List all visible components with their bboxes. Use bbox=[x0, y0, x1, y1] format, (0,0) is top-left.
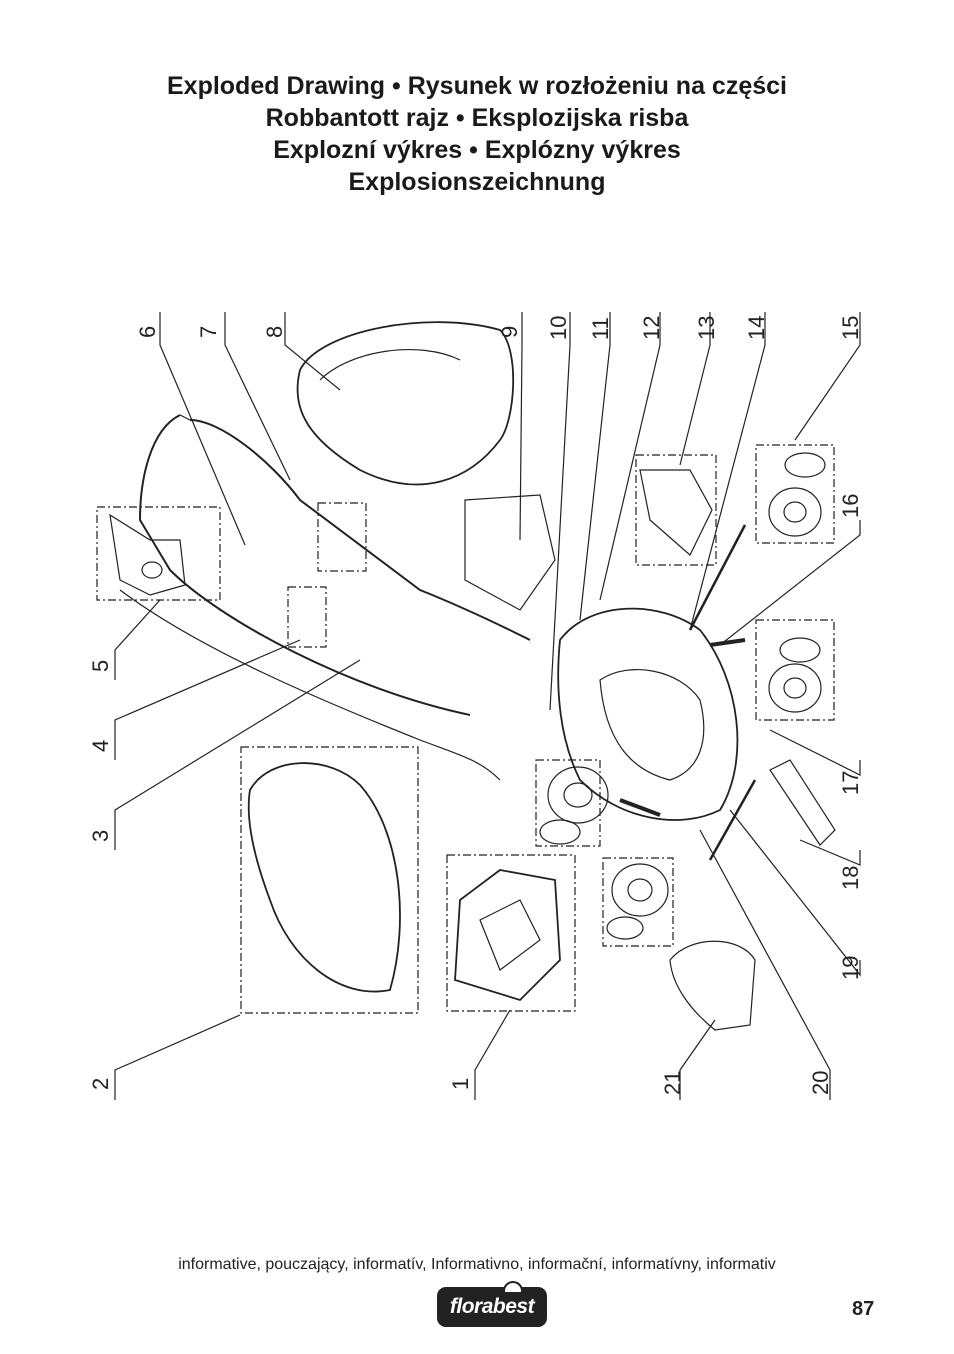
logo-text: florabest bbox=[449, 1295, 535, 1318]
callout-9: 9 bbox=[497, 326, 522, 338]
florabest-logo: florabest bbox=[437, 1281, 547, 1327]
callout-11: 11 bbox=[588, 317, 613, 340]
callout-18: 18 bbox=[838, 866, 863, 890]
callout-16: 16 bbox=[838, 494, 863, 518]
callout-1: 1 bbox=[448, 1078, 473, 1090]
callout-8: 8 bbox=[262, 326, 287, 338]
callout-20: 20 bbox=[808, 1071, 833, 1095]
callout-15: 15 bbox=[838, 316, 863, 340]
leaf-icon bbox=[503, 1281, 523, 1292]
callout-17: 17 bbox=[838, 771, 863, 795]
title-line-2: Robbantott rajz • Eksplozijska risba bbox=[265, 104, 689, 132]
callout-14: 14 bbox=[744, 316, 769, 340]
title-line-3: Explozní výkres • Explózny výkres bbox=[273, 136, 681, 164]
footer-languages: informative, pouczający, informatív, Inf… bbox=[178, 1256, 776, 1273]
callout-10: 10 bbox=[546, 316, 571, 340]
callout-7: 7 bbox=[196, 326, 221, 338]
callout-13: 13 bbox=[694, 316, 719, 340]
title-line-1: Exploded Drawing • Rysunek w rozłożeniu … bbox=[166, 72, 787, 100]
callout-12: 12 bbox=[639, 316, 664, 340]
title-block: Exploded Drawing • Rysunek w rozłożeniu … bbox=[0, 70, 954, 198]
callout-2: 2 bbox=[88, 1078, 113, 1090]
callout-6: 6 bbox=[135, 326, 160, 338]
callout-3: 3 bbox=[88, 830, 113, 842]
exploded-drawing: 6 7 8 9 10 11 12 13 14 15 16 17 18 19 20… bbox=[88, 312, 863, 1100]
callout-21: 21 bbox=[660, 1071, 685, 1095]
callout-4: 4 bbox=[88, 740, 113, 752]
page-number: 87 bbox=[852, 1298, 875, 1320]
title-line-4: Explosionszeichnung bbox=[348, 168, 606, 196]
callout-19: 19 bbox=[838, 956, 863, 980]
callout-5: 5 bbox=[88, 660, 113, 672]
